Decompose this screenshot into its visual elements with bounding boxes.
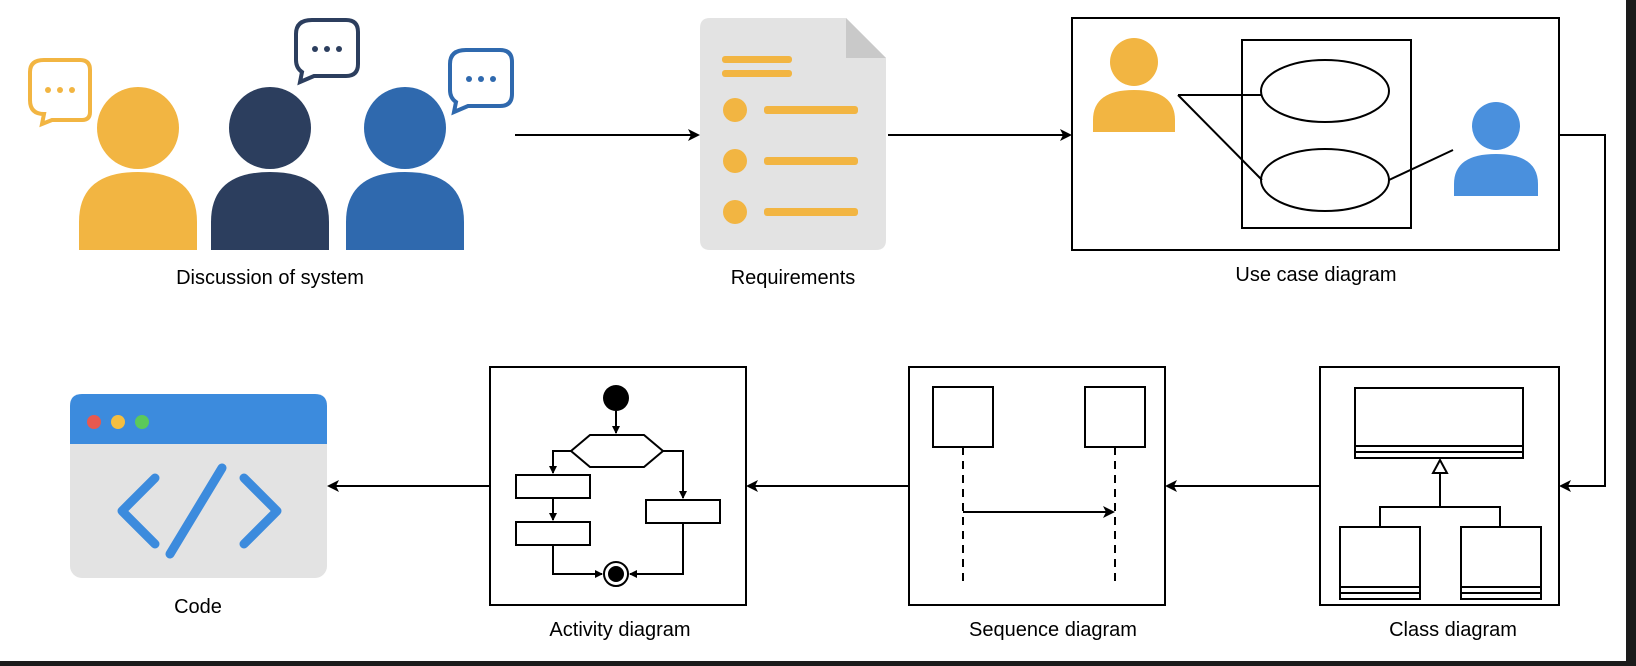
label-sequence-diagram: Sequence diagram — [969, 619, 1137, 641]
label-use-case-diagram: Use case diagram — [1235, 264, 1397, 286]
actor-yellow-icon — [1093, 38, 1175, 132]
label-activity-diagram: Activity diagram — [549, 619, 691, 641]
speech-bubble-icon — [294, 18, 360, 86]
actor-blue-icon — [1454, 102, 1538, 196]
window-maximize-dot — [135, 415, 149, 429]
activity-diagram — [489, 366, 747, 606]
label-class-diagram: Class diagram — [1389, 619, 1517, 641]
person-yellow-icon — [79, 87, 197, 250]
person-blue-icon — [346, 87, 464, 250]
window-minimize-dot — [111, 415, 125, 429]
code-window-icon — [70, 394, 327, 578]
use-case-diagram — [1071, 17, 1560, 251]
speech-bubble-icon — [448, 48, 514, 116]
speech-bubble-icon — [28, 58, 92, 128]
document-icon — [700, 18, 886, 250]
class-diagram — [1319, 366, 1560, 606]
person-navy-icon — [211, 87, 329, 250]
discussion-group — [28, 18, 514, 250]
arrow-usecase-to-class — [1559, 134, 1606, 492]
flow-arrows — [327, 129, 1606, 492]
label-requirements: Requirements — [730, 267, 856, 289]
label-discussion: Discussion of system — [176, 267, 364, 289]
label-code: Code — [174, 596, 222, 618]
sequence-diagram — [908, 366, 1166, 606]
window-close-dot — [87, 415, 101, 429]
